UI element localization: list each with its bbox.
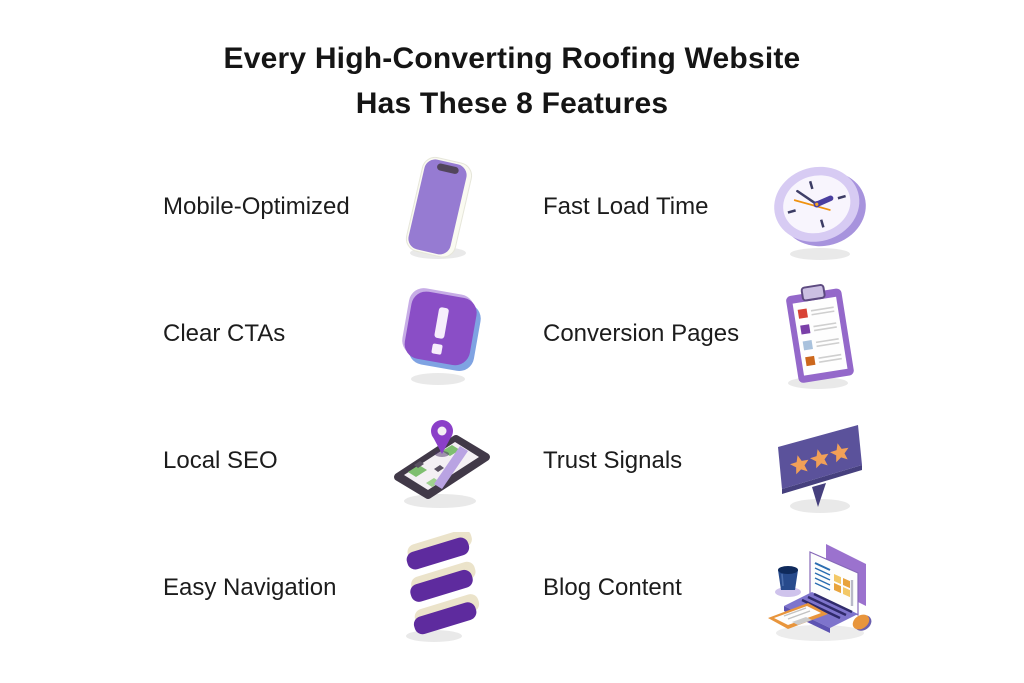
feature-label: Fast Load Time bbox=[543, 192, 709, 220]
clipboard-checklist-icon bbox=[762, 278, 874, 390]
title-line-1: Every High-Converting Roofing Website bbox=[223, 42, 801, 75]
clock-icon bbox=[762, 151, 874, 263]
feature-mobile-optimized: Mobile-Optimized bbox=[140, 143, 520, 270]
title-line-2: Has These 8 Features bbox=[355, 87, 669, 120]
feature-label: Clear CTAs bbox=[163, 319, 286, 347]
feature-label: Blog Content bbox=[543, 573, 682, 601]
feature-label: Conversion Pages bbox=[543, 319, 740, 347]
feature-easy-navigation: Easy Navigation bbox=[140, 524, 520, 651]
page-title: Every High-Converting Roofing Website Ha… bbox=[0, 36, 1024, 126]
features-grid: Mobile-Optimized Fast Load Time bbox=[140, 143, 900, 651]
feature-label: Trust Signals bbox=[543, 446, 683, 474]
feature-clear-ctas: Clear CTAs bbox=[140, 270, 520, 397]
feature-label: Mobile-Optimized bbox=[163, 192, 350, 220]
feature-blog-content: Blog Content bbox=[520, 524, 900, 651]
laptop-blog-icon bbox=[762, 532, 874, 644]
map-pin-phone-icon bbox=[382, 405, 494, 517]
feature-label: Local SEO bbox=[163, 446, 278, 474]
menu-bars-icon bbox=[382, 531, 494, 644]
review-stars-icon bbox=[762, 405, 874, 517]
feature-fast-load-time: Fast Load Time bbox=[520, 143, 900, 270]
alert-exclamation-icon bbox=[382, 278, 494, 390]
feature-conversion-pages: Conversion Pages bbox=[520, 270, 900, 397]
feature-trust-signals: Trust Signals bbox=[520, 397, 900, 524]
feature-local-seo: Local SEO bbox=[140, 397, 520, 524]
feature-label: Easy Navigation bbox=[163, 573, 337, 601]
smartphone-icon bbox=[382, 151, 494, 263]
